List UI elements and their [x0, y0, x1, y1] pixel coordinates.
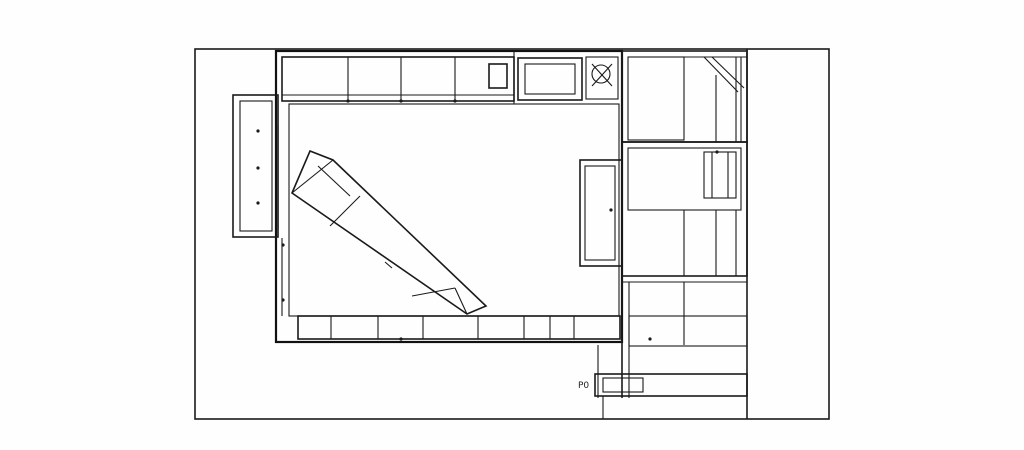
lower-annex — [594, 276, 748, 419]
sink-appliance — [488, 56, 619, 101]
annotation-label: P0 — [578, 381, 589, 391]
diagonal-island — [291, 149, 488, 315]
left-wall-details — [281, 238, 285, 316]
left-bay-window — [232, 94, 279, 238]
top-counter-run — [281, 51, 515, 104]
right-pantry-unit — [579, 159, 623, 267]
bottom-counter-run — [297, 315, 621, 341]
right-annex — [621, 50, 748, 277]
